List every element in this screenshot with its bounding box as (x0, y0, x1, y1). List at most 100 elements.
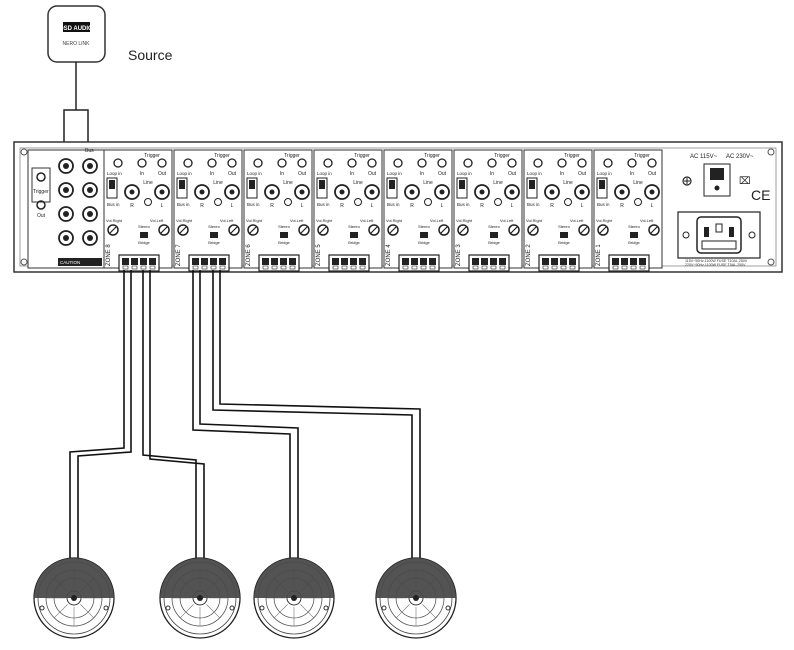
trigger-in-jack (277, 158, 287, 168)
bus-label: Bus (85, 148, 94, 154)
bus-in-label: Bus in (597, 202, 610, 207)
terminal-screw (420, 258, 427, 265)
terminal-slot (569, 265, 576, 270)
trigger-out-jack (577, 158, 587, 168)
stereo-label: Stereo (558, 224, 571, 229)
zone-label: ZONE 6 (246, 244, 252, 266)
terminal-screw (560, 258, 567, 265)
terminal-screw (569, 258, 576, 265)
bus-in-label: Bus in (387, 202, 400, 207)
zone-panel (313, 149, 383, 269)
terminal-slot (332, 265, 339, 270)
terminal-slot (411, 265, 418, 270)
stereo-label: Stereo (208, 224, 221, 229)
terminal-slot (149, 265, 156, 270)
speaker-center (71, 595, 77, 601)
jack-pin (269, 189, 275, 195)
terminal-slot (630, 265, 637, 270)
terminal-slot (560, 265, 567, 270)
stereo-label: Stereo (488, 224, 501, 229)
zone-trigger-label: Trigger (424, 153, 440, 159)
terminal-slot (490, 265, 497, 270)
trigger-out-jack (437, 158, 447, 168)
zone-trigger-label: Trigger (144, 153, 160, 159)
switch-lever (319, 180, 325, 189)
mode-switch (490, 232, 498, 238)
zone-out-label: Out (578, 171, 587, 177)
line-label: Line (353, 180, 363, 186)
terminal-screw (192, 258, 199, 265)
vol-left-label: Vol.Left (220, 218, 234, 223)
terminal-slot (262, 265, 269, 270)
terminal-screw (262, 258, 269, 265)
status-led (183, 158, 193, 168)
power-rating-1: 115V~50Hz,1100W FUSE T10AL,250V (685, 259, 748, 263)
terminal-screw (332, 258, 339, 265)
jack-pin (199, 189, 205, 195)
jack-pin (409, 189, 415, 195)
vol-right-label: Vol.Right (386, 218, 403, 223)
knob-mark (230, 226, 238, 234)
knob-mark (389, 226, 397, 234)
ground-screw (564, 198, 572, 206)
loop-in-label: Loop in (247, 171, 262, 176)
r-label: R (200, 203, 204, 209)
terminal-slot (472, 265, 479, 270)
bridge-label: Bridge (278, 240, 290, 245)
grille-spoke (206, 604, 221, 619)
terminal-screw (201, 258, 208, 265)
zone-label: ZONE 5 (316, 244, 322, 266)
trigger-in-jack (417, 158, 427, 168)
zone-panel (383, 149, 453, 269)
vol-left-label: Vol.Left (500, 218, 514, 223)
speaker-wire (199, 270, 299, 567)
terminal-screw (219, 258, 226, 265)
jack-pin (579, 189, 585, 195)
mode-switch (140, 232, 148, 238)
switch-lever (389, 180, 395, 189)
zone-trigger-label: Trigger (634, 153, 650, 159)
zone-panel (173, 149, 243, 269)
grille-spoke (53, 604, 68, 619)
weee-icon: ⌧ (739, 176, 751, 187)
vol-right-label: Vol.Right (526, 218, 543, 223)
speaker-wire (219, 270, 421, 567)
jack-pin (129, 189, 135, 195)
stereo-label: Stereo (418, 224, 431, 229)
loop-in-label: Loop in (387, 171, 402, 176)
line-label: Line (143, 180, 153, 186)
vol-left-label: Vol.Left (290, 218, 304, 223)
zone-in-label: In (490, 171, 494, 177)
loop-in-label: Loop in (457, 171, 472, 176)
grille-spoke (179, 604, 194, 619)
terminal-slot (201, 265, 208, 270)
zone-out-label: Out (438, 171, 447, 177)
terminal-slot (481, 265, 488, 270)
zone-trigger-label: Trigger (214, 153, 230, 159)
status-led (603, 158, 613, 168)
terminal-screw (271, 258, 278, 265)
trigger-out-label: Out (37, 213, 46, 219)
jack-pin (549, 189, 555, 195)
status-led (323, 158, 333, 168)
knob-mark (160, 226, 168, 234)
line-label: Line (423, 180, 433, 186)
speaker-backcan (376, 558, 456, 598)
status-led (393, 158, 403, 168)
mount-screw (381, 605, 387, 611)
zone-panel (103, 149, 173, 269)
trigger-out-jack (227, 158, 237, 168)
switch-lever (599, 180, 605, 189)
jack-pin (619, 189, 625, 195)
zone-label: ZONE 2 (526, 244, 532, 266)
bus-in-label: Bus in (107, 202, 120, 207)
source-device-label: NERO LINK (63, 41, 91, 47)
terminal-slot (350, 265, 357, 270)
knob-mark (459, 226, 467, 234)
terminal-slot (210, 265, 217, 270)
zone-out-label: Out (508, 171, 517, 177)
jack-pin (339, 189, 345, 195)
